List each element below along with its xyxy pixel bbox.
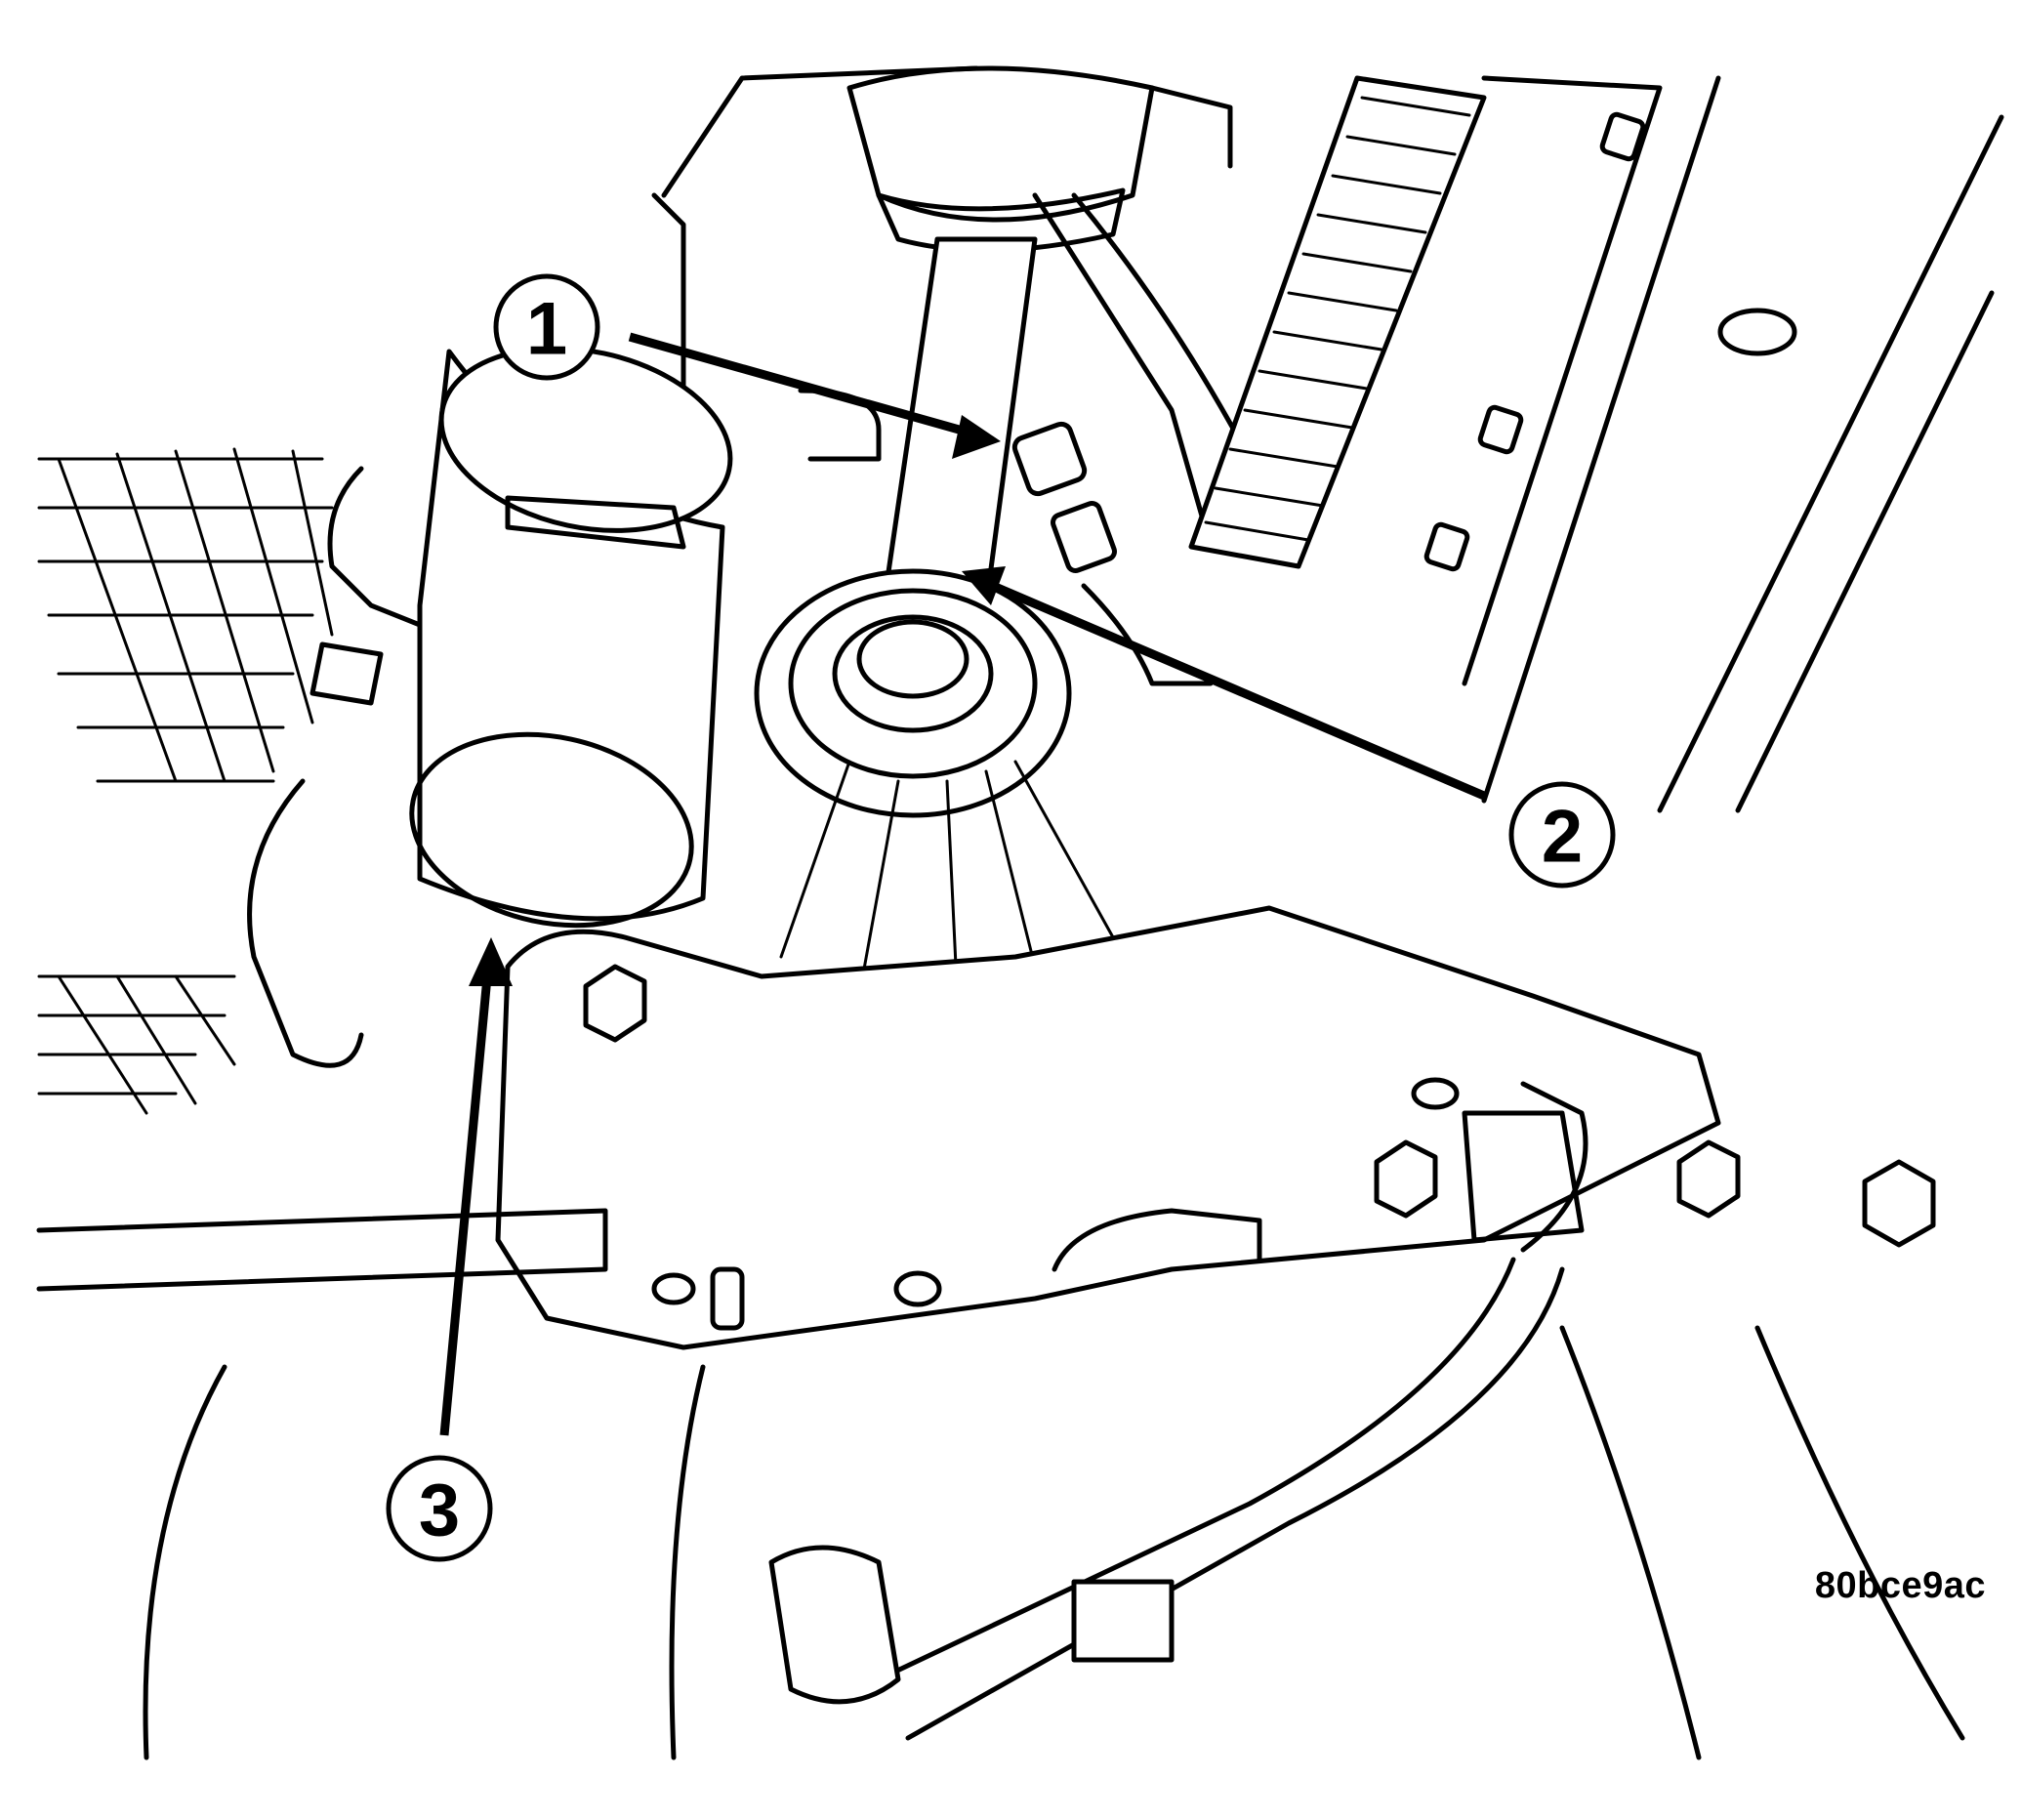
frame-rail [1423, 75, 2004, 813]
callout-3: 3 [386, 937, 513, 1562]
heat-shield-hatching [37, 447, 334, 1115]
figure-code: 80bce9ac [1814, 1565, 1986, 1606]
cooler-fins [1188, 75, 1487, 569]
crossmember [36, 905, 1721, 1350]
drive-shaft [846, 65, 1155, 623]
wheel-outlines [143, 1325, 1965, 1760]
callout-1-label: 1 [526, 288, 567, 371]
stabilizer-bar [768, 1081, 1588, 1741]
callout-2: 2 [962, 566, 1616, 889]
sensor-connector [1011, 421, 1214, 686]
bearing-seal [754, 568, 1115, 998]
bolts [583, 964, 1936, 1248]
callout-1: 1 [493, 273, 1001, 459]
callout-2-label: 2 [1542, 796, 1583, 879]
filter-adapter [247, 466, 423, 1068]
callout-3-label: 3 [419, 1469, 460, 1552]
oil-filter [409, 346, 733, 929]
